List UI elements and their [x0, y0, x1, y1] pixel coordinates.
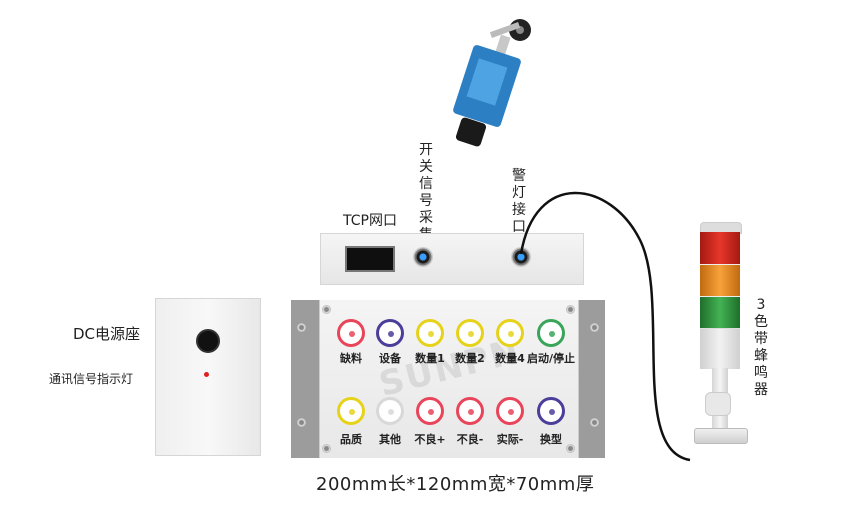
- button-row2-2[interactable]: [416, 397, 444, 425]
- button-row1-0[interactable]: [337, 319, 365, 347]
- ethernet-port: [345, 246, 395, 272]
- button-row1-3[interactable]: [456, 319, 484, 347]
- limit-switch-image: [453, 19, 531, 147]
- button-row1-5[interactable]: [537, 319, 565, 347]
- button-row2-3[interactable]: [456, 397, 484, 425]
- button-label: 不良-: [456, 433, 484, 446]
- screw-top-right: [566, 305, 575, 314]
- tower-light-label: 3色带蜂鸣器: [754, 297, 768, 398]
- button-label: 其他: [379, 433, 401, 446]
- tower-light-green: [700, 296, 740, 329]
- tower-light-bracket: [705, 392, 731, 416]
- screw-bottom-right: [566, 444, 575, 453]
- tower-light-buzzer: [700, 328, 740, 369]
- button-label: 品质: [340, 433, 362, 446]
- switch-signal-connector: [413, 247, 433, 267]
- tower-light-base: [694, 428, 748, 444]
- button-row2-4[interactable]: [496, 397, 524, 425]
- button-label: 启动/停止: [526, 352, 576, 365]
- button-row2-0[interactable]: [337, 397, 365, 425]
- button-label: 数量4: [495, 352, 525, 365]
- dimensions-caption: 200mm长*120mm宽*70mm厚: [316, 474, 595, 495]
- frame-screw-right-1: [590, 323, 599, 332]
- frame-screw-left-1: [297, 323, 306, 332]
- dc-power-socket: [196, 329, 220, 353]
- frame-screw-left-2: [297, 418, 306, 427]
- screw-top-left: [322, 305, 331, 314]
- button-row2-1[interactable]: [376, 397, 404, 425]
- button-label: 不良+: [414, 433, 446, 446]
- button-row2-5[interactable]: [537, 397, 565, 425]
- comm-indicator-led: [204, 372, 209, 377]
- side-power-box: [155, 298, 261, 456]
- button-label: 数量1: [415, 352, 445, 365]
- button-label: 数量2: [455, 352, 485, 365]
- alarm-light-connector: [511, 247, 531, 267]
- frame-screw-right-2: [590, 418, 599, 427]
- dc-power-label: DC电源座: [73, 325, 141, 343]
- tower-light-red: [700, 232, 740, 264]
- tower-light-orange: [700, 264, 740, 297]
- button-label: 实际-: [496, 433, 524, 446]
- screw-bottom-left: [322, 444, 331, 453]
- button-label: 设备: [379, 352, 401, 365]
- button-label: 换型: [540, 433, 562, 446]
- tcp-port-label: TCP网口: [343, 213, 397, 229]
- alarm-light-label: 警灯接口: [512, 168, 526, 235]
- button-row1-4[interactable]: [496, 319, 524, 347]
- button-row1-1[interactable]: [376, 319, 404, 347]
- button-label: 缺料: [340, 352, 362, 365]
- comm-indicator-label: 通讯信号指示灯: [49, 372, 134, 386]
- top-interface-panel: [320, 233, 584, 285]
- button-row1-2[interactable]: [416, 319, 444, 347]
